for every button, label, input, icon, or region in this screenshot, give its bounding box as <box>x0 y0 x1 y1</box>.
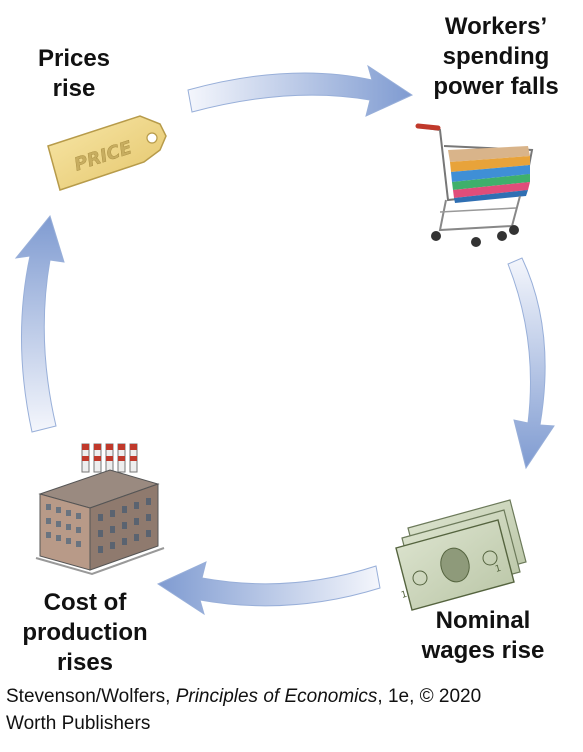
label-line: wages rise <box>421 637 545 664</box>
label-line: Cost of <box>43 589 127 616</box>
credit-title: Principles of Economics <box>175 686 378 707</box>
source-credit: Stevenson/Wolfers, Principles of Economi… <box>6 683 481 737</box>
credit-publisher: Worth Publishers <box>6 713 151 734</box>
credit-line-1: Stevenson/Wolfers, Principles of Economi… <box>6 683 481 710</box>
price-tag-icon: PRICE <box>47 115 167 191</box>
cycle-arrow-icon <box>14 214 65 433</box>
cycle-arrow-icon <box>156 561 381 616</box>
svg-text:1: 1 <box>494 564 502 575</box>
node-label-nominal-wages: Nominal wages rise <box>398 606 568 666</box>
label-line: Nominal <box>435 607 531 634</box>
label-line: spending <box>442 43 550 70</box>
node-label-workers-spending: Workers’ spending power falls <box>410 12 582 102</box>
cycle-arrow-icon <box>507 257 555 470</box>
label-line: production <box>22 619 148 646</box>
label-line: rise <box>52 75 96 102</box>
label-line: Prices <box>37 45 111 72</box>
cycle-arrow-icon <box>187 64 414 117</box>
shopping-cart-icon <box>415 123 534 247</box>
factory-icon <box>35 443 165 576</box>
credit-author: Stevenson/Wolfers, <box>6 686 176 707</box>
dollar-bills-icon: 1 1 <box>395 499 527 611</box>
label-line: power falls <box>433 73 559 100</box>
svg-text:1: 1 <box>400 590 408 601</box>
node-label-cost-of-production: Cost of production rises <box>10 588 160 678</box>
node-label-prices-rise: Prices rise <box>24 44 124 104</box>
label-line: rises <box>56 649 114 676</box>
credit-edition: , 1e, © 2020 <box>377 686 482 707</box>
label-line: Workers’ <box>444 13 548 40</box>
